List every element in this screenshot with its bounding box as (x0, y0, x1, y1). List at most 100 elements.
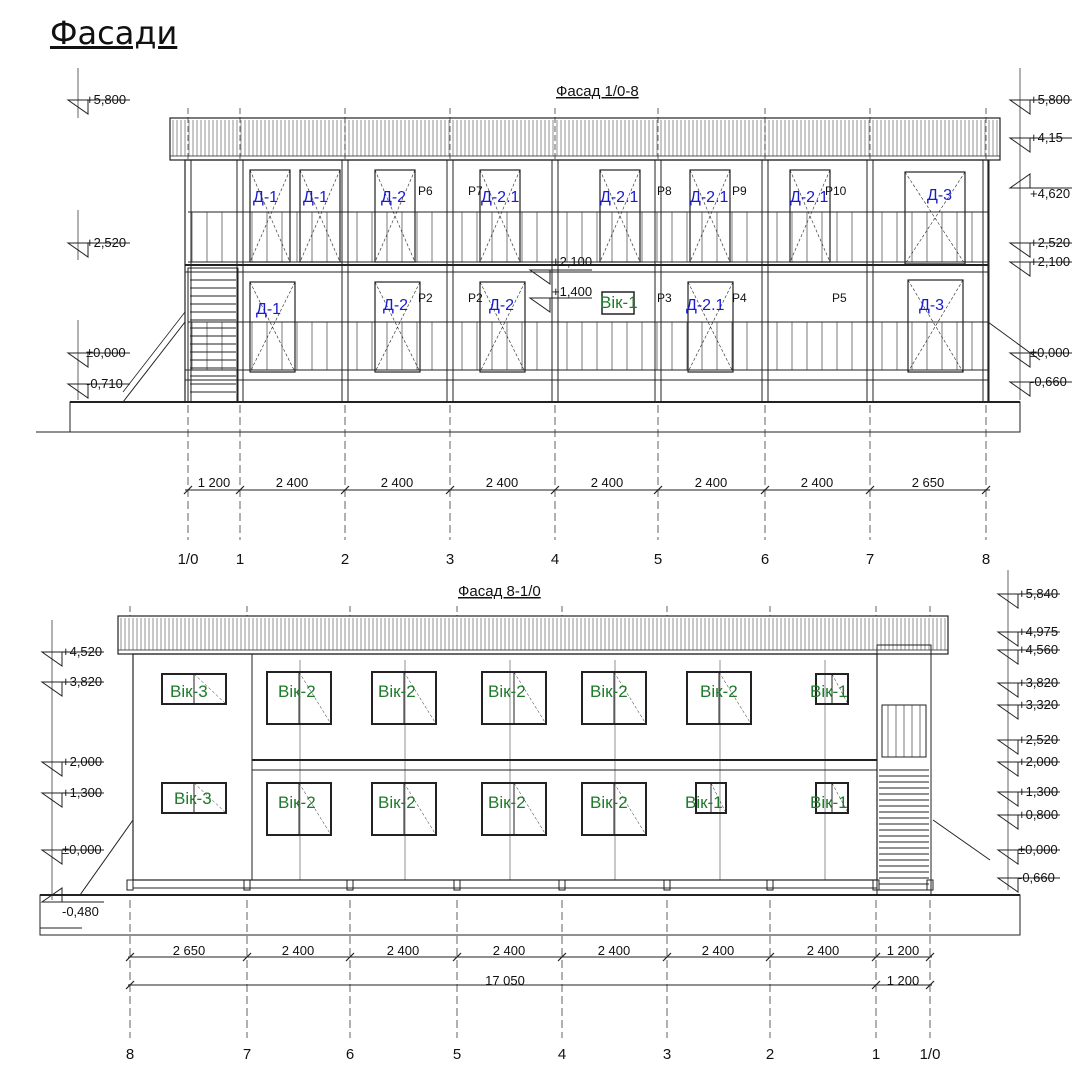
window-opening (193, 782, 227, 814)
window-opening (718, 671, 752, 725)
svg-text:Д-2.1: Д-2.1 (600, 189, 639, 206)
svg-text:Вік-2: Вік-2 (278, 682, 316, 701)
door (907, 279, 964, 373)
level-marks-right-bottom: +5,840 +4,975 +4,560 +3,820 +3,320 +2,52… (1018, 586, 1058, 885)
handrail (932, 819, 991, 861)
pier (926, 879, 934, 891)
svg-text:Вік-1: Вік-1 (600, 293, 638, 312)
door (374, 281, 421, 373)
grid-axis-circle (542, 545, 568, 571)
window-opening (513, 671, 547, 725)
svg-text:+4,560: +4,560 (1018, 642, 1058, 657)
dimension-tick (865, 485, 875, 495)
window-opening (613, 671, 647, 725)
window-opening (831, 782, 849, 814)
level-marks-left-top: +5,800 +2,520 ±0,000 -0,710 (86, 92, 126, 391)
svg-text:+4,520: +4,520 (62, 644, 102, 659)
svg-text:3: 3 (663, 1046, 671, 1063)
window-opening (710, 782, 727, 814)
door (374, 169, 416, 263)
pier (558, 879, 566, 891)
door-swing (907, 279, 964, 373)
grid-axis-circle (654, 1040, 680, 1066)
svg-text:6: 6 (346, 1046, 354, 1063)
svg-text:+5,800: +5,800 (1030, 92, 1070, 107)
svg-text:Вік-3: Вік-3 (170, 682, 208, 701)
door-swing (689, 169, 731, 263)
svg-text:2: 2 (341, 551, 349, 568)
grid-axis-circle (757, 1040, 783, 1066)
svg-text:Д-2: Д-2 (383, 297, 408, 314)
grid-axis-circle (227, 545, 253, 571)
level-marker-icon (528, 297, 551, 313)
svg-text:P3: P3 (657, 291, 672, 305)
stair (187, 267, 239, 403)
svg-text:+2,520: +2,520 (86, 235, 126, 250)
svg-text:3: 3 (446, 551, 454, 568)
svg-text:Д-3: Д-3 (919, 297, 944, 314)
window-opening (193, 673, 227, 705)
dimension-tick (340, 485, 350, 495)
svg-text:Вік-1: Вік-1 (685, 793, 723, 812)
door (789, 169, 831, 263)
svg-text:1/0: 1/0 (178, 551, 199, 568)
svg-text:2 400: 2 400 (801, 475, 834, 490)
door-swing (374, 169, 416, 263)
svg-text:2 400: 2 400 (387, 943, 420, 958)
column (982, 159, 990, 403)
grid-axis-circle (917, 1040, 943, 1066)
svg-text:P9: P9 (732, 184, 747, 198)
grid-axis-circle (234, 1040, 260, 1066)
window-opening (613, 782, 647, 836)
dimension-tick (760, 485, 770, 495)
svg-text:P2: P2 (468, 291, 483, 305)
svg-text:Вік-2: Вік-2 (488, 793, 526, 812)
column (866, 159, 874, 403)
window-labels-upper: Вік-3 Вік-2 Вік-2 Вік-2 Вік-2 Вік-2 Вік-… (170, 682, 848, 701)
svg-text:P2: P2 (418, 291, 433, 305)
svg-text:Вік-2: Вік-2 (378, 793, 416, 812)
svg-text:1 200: 1 200 (198, 475, 231, 490)
door (299, 169, 341, 263)
door (249, 281, 296, 373)
svg-text:+1,300: +1,300 (1018, 784, 1058, 799)
pier (766, 879, 774, 891)
svg-text:-0,710: -0,710 (86, 376, 123, 391)
svg-text:+0,800: +0,800 (1018, 807, 1058, 822)
svg-text:17 050: 17 050 (485, 973, 525, 988)
svg-text:Д-2.1: Д-2.1 (686, 297, 725, 314)
grid-axis-circle (863, 1040, 889, 1066)
riser-labels: P6 P7 P8 P9 P10 P2 P2 P3 P4 P5 (418, 184, 847, 305)
ground-hatch (39, 894, 1021, 936)
svg-text:+4,620: +4,620 (1030, 186, 1070, 201)
door-swing (904, 171, 966, 265)
column (341, 159, 349, 403)
svg-text:Вік-3: Вік-3 (174, 789, 212, 808)
door (479, 281, 526, 373)
svg-text:2 400: 2 400 (282, 943, 315, 958)
svg-text:+3,820: +3,820 (1018, 675, 1058, 690)
door-swing (479, 281, 526, 373)
svg-text:1 200: 1 200 (887, 943, 920, 958)
grid-axis-labels-top: 1/0 1 2 3 4 5 6 7 8 (178, 551, 991, 568)
column (761, 159, 769, 403)
svg-text:P7: P7 (468, 184, 483, 198)
handrail (987, 321, 1041, 361)
dimension-tick (242, 952, 252, 962)
grid-axis-circle (645, 545, 671, 571)
svg-text:2 400: 2 400 (486, 475, 519, 490)
pier (453, 879, 461, 891)
svg-text:+1,400: +1,400 (552, 284, 592, 299)
dimension-tick (653, 485, 663, 495)
door (249, 169, 291, 263)
svg-text:2 400: 2 400 (702, 943, 735, 958)
window-opening (831, 673, 849, 705)
svg-text:±0,000: ±0,000 (86, 345, 126, 360)
svg-text:+2,520: +2,520 (1018, 732, 1058, 747)
svg-text:+2,100: +2,100 (1030, 254, 1070, 269)
svg-text:Вік-2: Вік-2 (700, 682, 738, 701)
svg-text:±0,000: ±0,000 (1018, 842, 1058, 857)
column (446, 159, 454, 403)
svg-text:2 400: 2 400 (598, 943, 631, 958)
